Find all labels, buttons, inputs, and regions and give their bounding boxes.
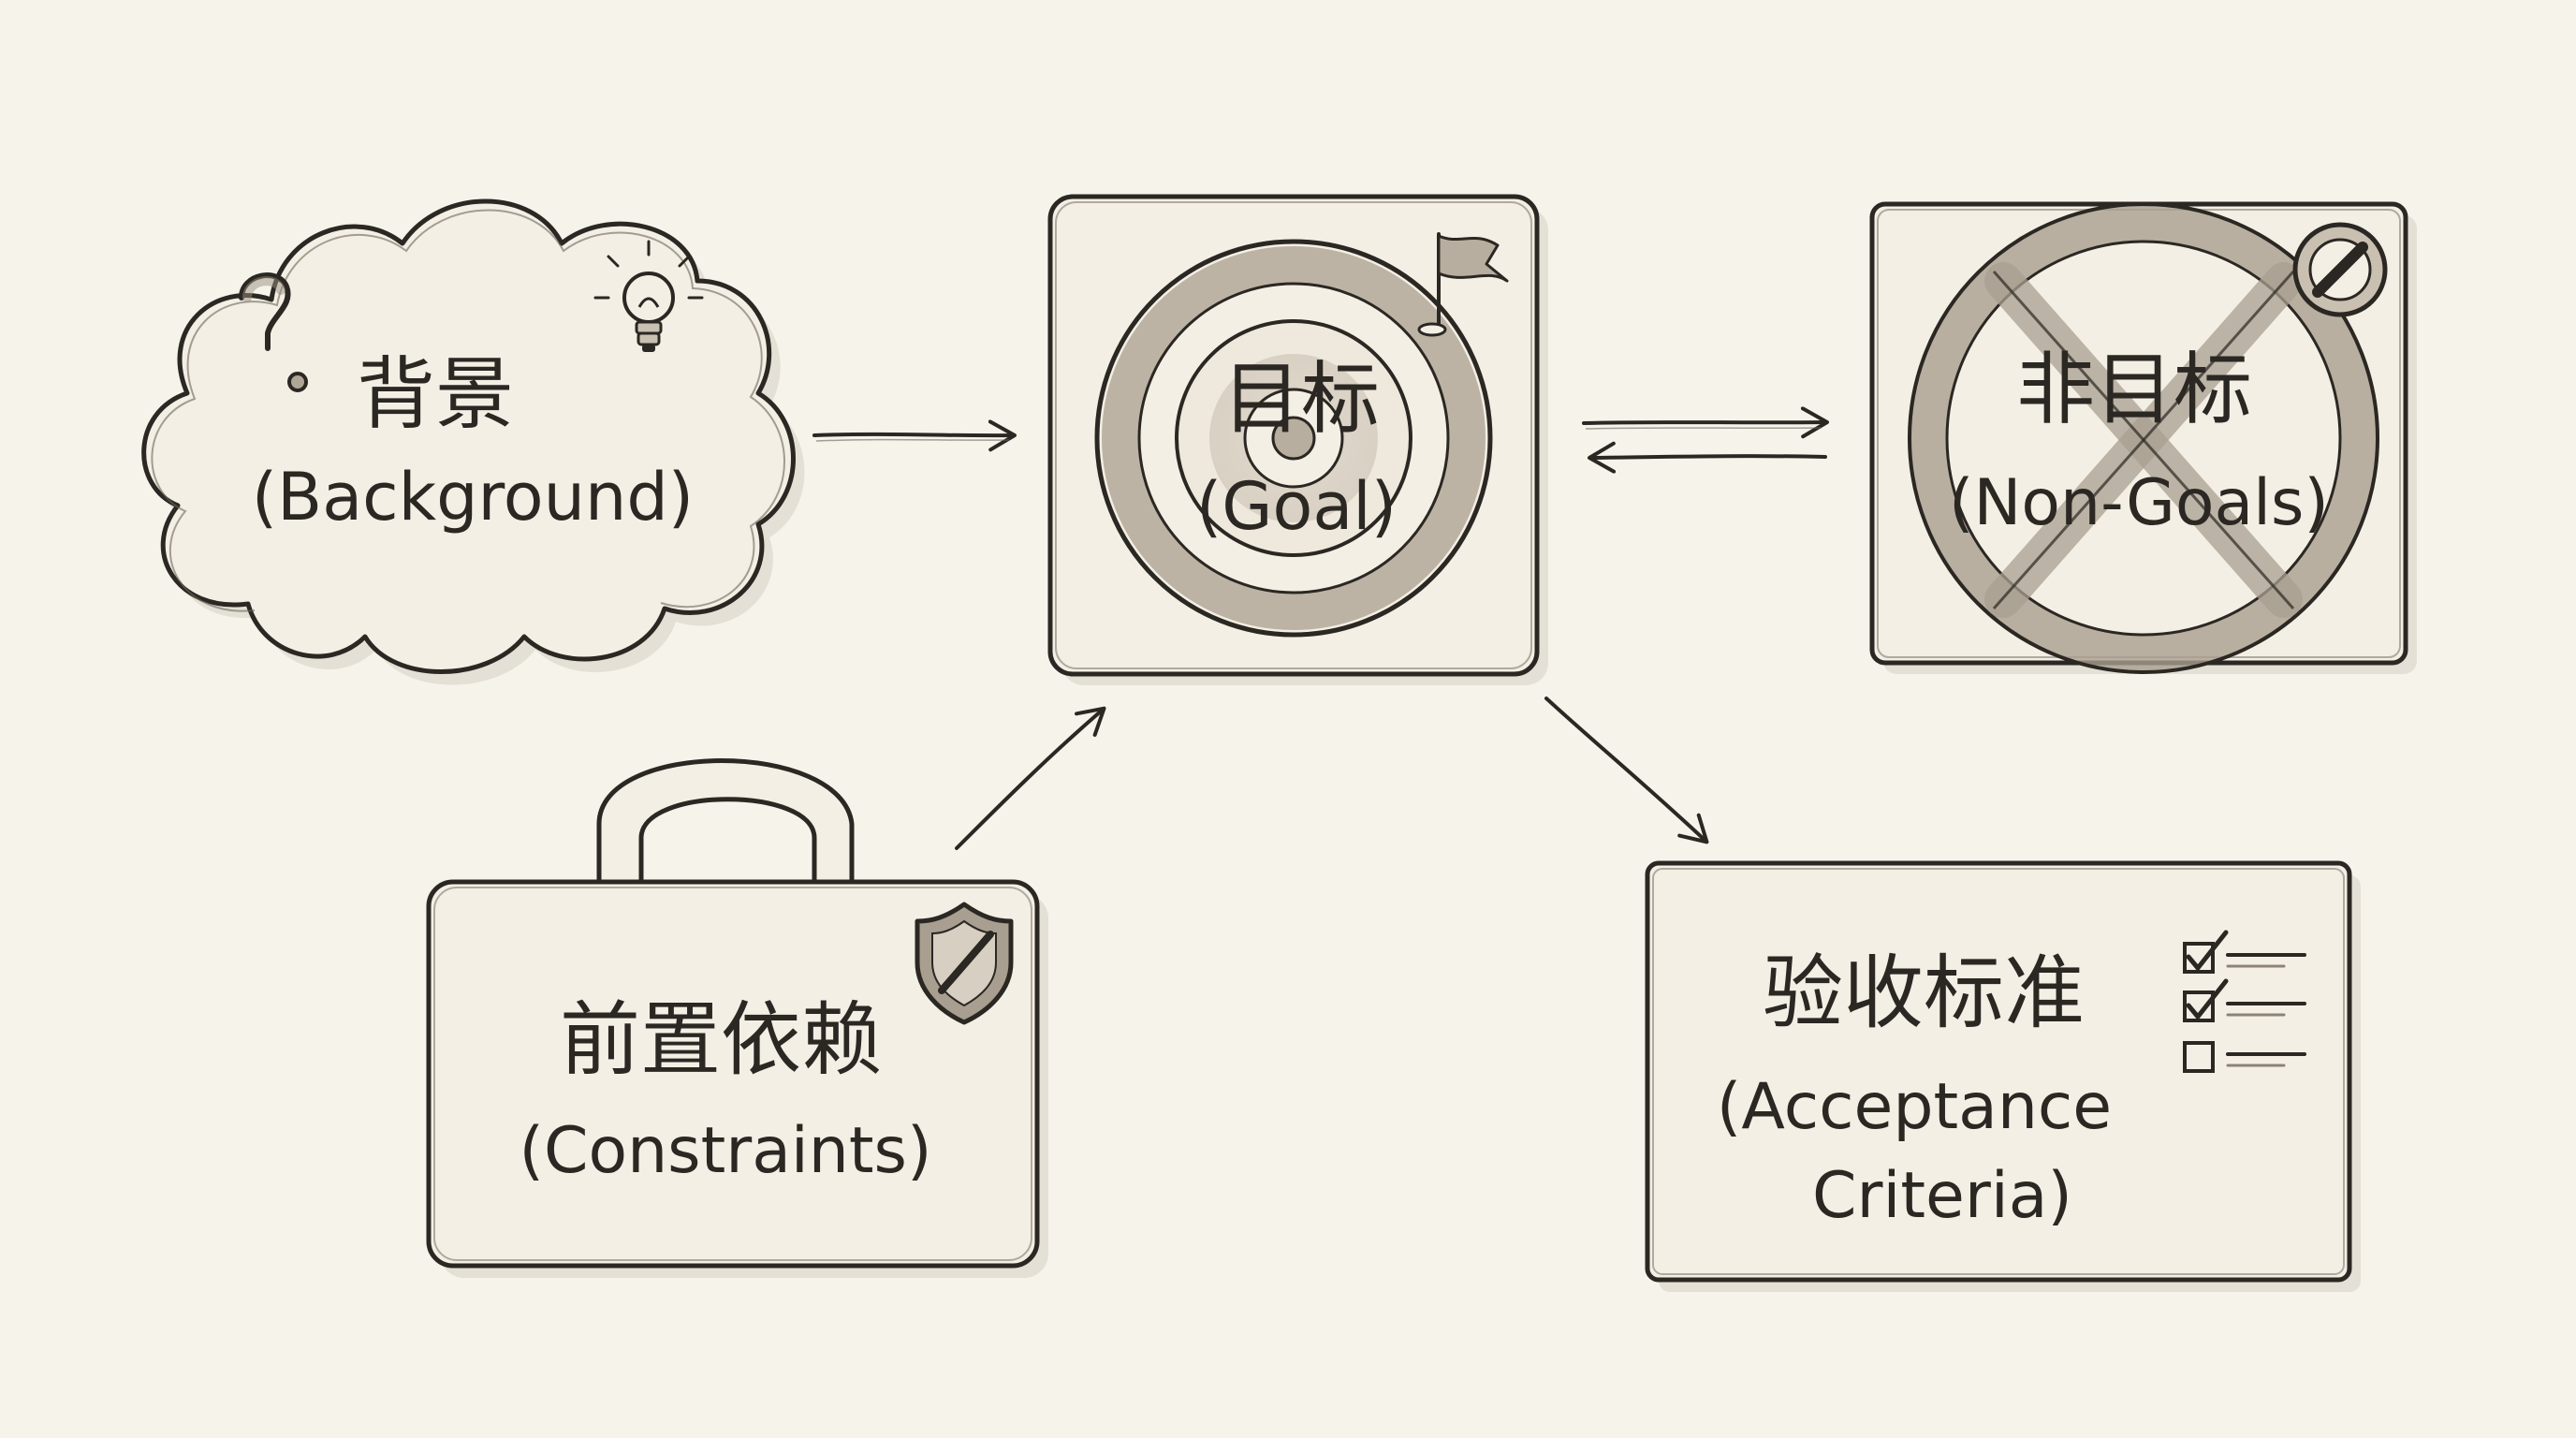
cross-icon bbox=[1908, 202, 2379, 674]
constraints-node[interactable]: 前置依赖 (Constraints) bbox=[426, 758, 1048, 1279]
arrow-background-to-goal bbox=[812, 419, 1017, 452]
non-goals-title-zh: 非目标 bbox=[2016, 344, 2252, 435]
lightbulb-icon bbox=[593, 240, 704, 352]
bag-handle bbox=[596, 758, 855, 892]
acceptance-title-zh: 验收标准 bbox=[1763, 946, 2085, 1040]
checklist-icon bbox=[2183, 930, 2306, 1073]
constraints-title-en: (Constraints) bbox=[519, 1114, 931, 1188]
prohibited-icon bbox=[2292, 222, 2388, 317]
background-title-zh: 背景 bbox=[357, 348, 514, 440]
acceptance-box bbox=[1645, 860, 2352, 1283]
target-icon bbox=[1094, 239, 1493, 638]
shield-icon bbox=[915, 902, 1014, 1025]
arrow-goal-to-acceptance bbox=[1544, 697, 1709, 844]
goal-node[interactable]: 目标 (Goal) bbox=[1047, 194, 1548, 685]
edges bbox=[812, 406, 1829, 850]
constraints-title-zh: 前置依赖 bbox=[560, 993, 882, 1087]
constraints-box bbox=[426, 879, 1040, 1269]
non-goals-node[interactable]: 非目标 (Non-Goals) bbox=[1869, 201, 2417, 674]
question-mark-icon bbox=[239, 272, 308, 392]
arrow-goal-to-non-goals bbox=[1582, 406, 1829, 439]
constraints-box-sketch-line bbox=[433, 887, 1032, 1261]
background-title-en: (Background) bbox=[252, 459, 694, 536]
acceptance-title-en-line1: (Acceptance bbox=[1717, 1070, 2112, 1144]
goal-title-zh: 目标 bbox=[1222, 353, 1380, 445]
background-cloud bbox=[141, 198, 796, 674]
arrow-non-goals-to-goal bbox=[1588, 441, 1827, 474]
arrow-constraints-to-goal bbox=[955, 706, 1106, 850]
goal-box-sketch-line bbox=[1055, 201, 1532, 669]
acceptance-node[interactable]: 验收标准 (Acceptance Criteria) bbox=[1645, 860, 2361, 1292]
non-goals-title-en: (Non-Goals) bbox=[1949, 466, 2329, 540]
background-node[interactable]: 背景 (Background) bbox=[141, 198, 805, 685]
goal-title-en: (Goal) bbox=[1196, 468, 1397, 545]
acceptance-title-en-line2: Criteria) bbox=[1812, 1159, 2072, 1233]
flag-icon bbox=[1417, 232, 1509, 337]
background-cloud-sketch-line bbox=[151, 209, 785, 612]
acceptance-box-sketch-line bbox=[1652, 868, 2345, 1275]
